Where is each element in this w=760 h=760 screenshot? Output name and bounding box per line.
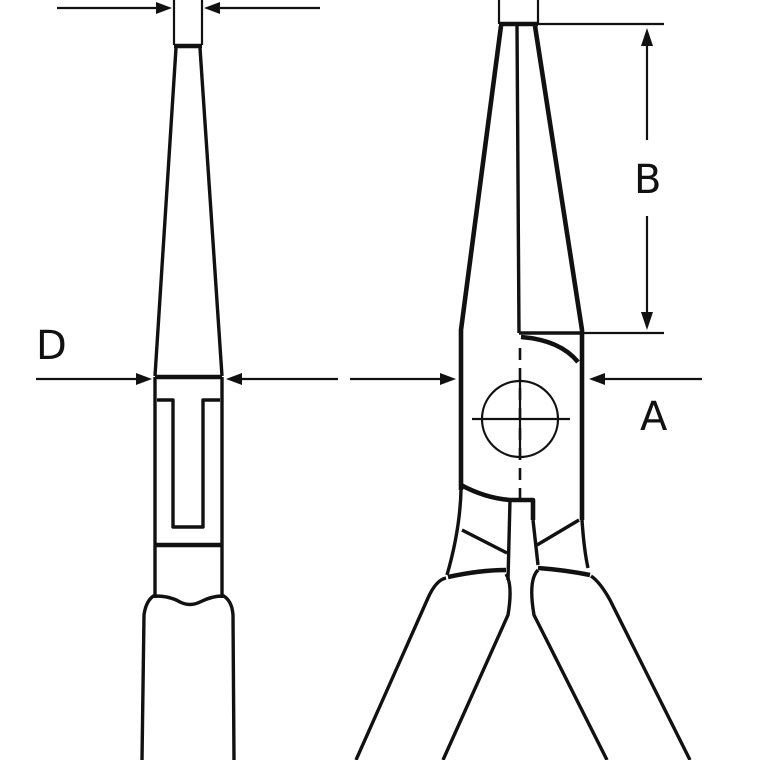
front-jaw-right: [532, 25, 585, 520]
arrow-down-icon: [641, 312, 653, 330]
joint-split-right: [531, 519, 540, 566]
side-t-slot: [157, 398, 220, 529]
dimension-label-a: A: [640, 394, 668, 440]
arrow-left-icon: [204, 2, 220, 14]
handle-right-outer: [590, 574, 692, 760]
dimension-label-b: B: [634, 157, 662, 203]
arrow-left-icon: [589, 373, 605, 385]
side-jaw-taper: [153, 47, 224, 377]
arrow-right-icon: [440, 373, 456, 385]
side-tip-dimension: [57, 2, 320, 14]
front-jaw-left: [458, 25, 504, 490]
joint-split-left: [506, 499, 512, 581]
dimension-b: [641, 28, 653, 330]
arrow-right-icon: [136, 373, 152, 385]
handle-collar-left: [447, 567, 507, 580]
arrow-left-icon: [226, 373, 242, 385]
joint-lower-curve: [459, 482, 536, 520]
handle-left-inner: [441, 573, 512, 760]
front-tip-edges: [497, 0, 540, 24]
side-handle: [140, 593, 236, 760]
jaw-shoulder-curve: [520, 334, 580, 364]
front-jaw-center: [515, 25, 521, 334]
neck-left-band: [461, 528, 508, 555]
dimension-a: [350, 373, 702, 385]
neck-right-outer: [580, 519, 590, 569]
front-view: [354, 0, 692, 760]
neck-right-band: [536, 518, 580, 547]
neck-left-outer: [445, 489, 463, 576]
joint-crosshair: [472, 378, 570, 460]
side-tip-edges: [172, 0, 204, 45]
handle-right-inner: [530, 568, 609, 760]
side-view: [140, 0, 236, 760]
side-handle-top: [154, 594, 223, 607]
handle-collar-right: [537, 565, 591, 578]
handle-left-outer: [354, 576, 447, 760]
arrow-up-icon: [641, 28, 653, 46]
arrow-right-icon: [156, 2, 172, 14]
side-joint-body: [153, 377, 224, 598]
dimension-label-d: D: [36, 323, 67, 369]
dimension-d: [36, 373, 338, 385]
